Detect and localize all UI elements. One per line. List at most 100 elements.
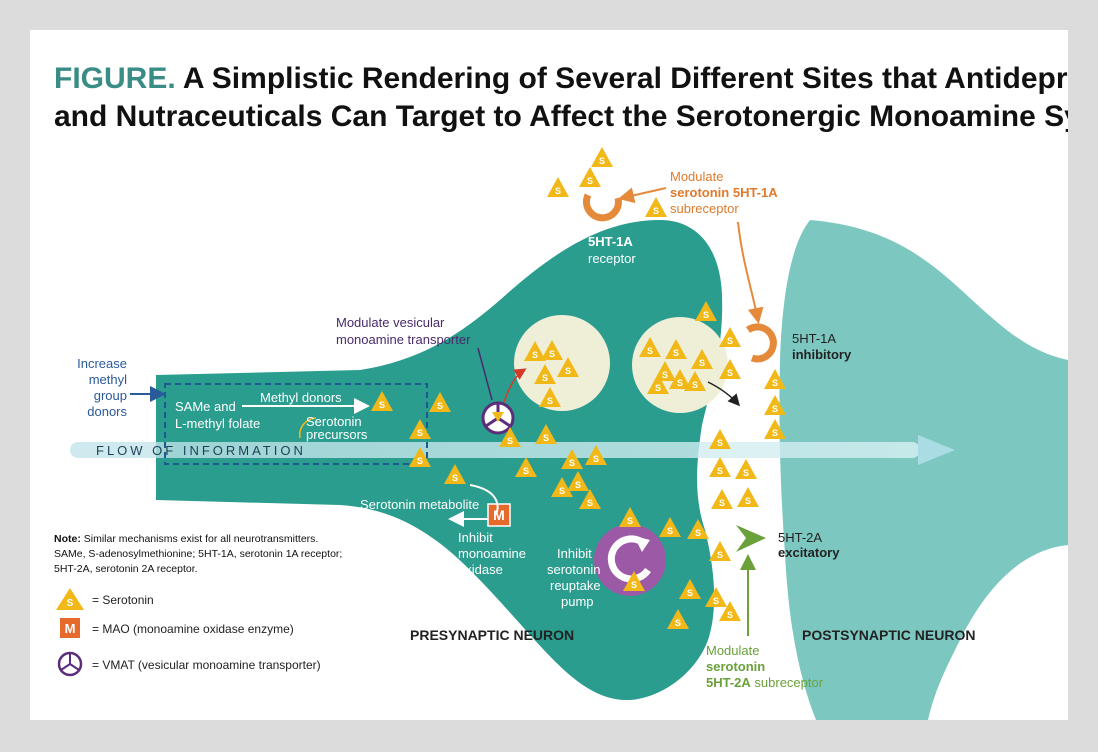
svg-text:S: S: [593, 454, 599, 464]
svg-text:S: S: [745, 496, 751, 506]
precursor-arrow: [299, 417, 317, 439]
increase-methyl-label-1: Increase: [77, 356, 127, 371]
serotonin-molecule-icon: S: [737, 487, 759, 507]
serotonin-molecule-icon: S: [515, 457, 537, 477]
svg-text:S: S: [717, 438, 723, 448]
svg-text:S: S: [417, 428, 423, 438]
vesicle-left: [514, 315, 610, 411]
svg-text:S: S: [703, 310, 709, 320]
legend: S = Serotonin M = MAO (monoamine oxidase…: [56, 588, 321, 677]
note-line2: SAMe, S-adenosylmethionine; 5HT-1A, sero…: [54, 548, 342, 560]
increase-methyl-label-2: methyl: [89, 372, 127, 387]
serotonin-molecule-icon: S: [524, 341, 546, 361]
serotonin-molecule-icon: S: [709, 429, 731, 449]
serotonin-molecule-icon: S: [371, 391, 393, 411]
serotonin-molecule-icon: S: [639, 337, 661, 357]
svg-text:S: S: [667, 526, 673, 536]
svg-text:S: S: [717, 550, 723, 560]
svg-text:S: S: [647, 346, 653, 356]
svg-text:S: S: [631, 580, 637, 590]
modulate-vmat-label-2: monoamine transporter: [336, 332, 471, 347]
top-callout-arrow-down: [737, 221, 764, 324]
serotonin-molecule-icon: S: [764, 419, 786, 439]
legend-mao-icon: M: [60, 618, 80, 638]
serotonin-molecule-icon: S: [567, 471, 589, 491]
serotonin-diagram: FIGURE. A Simplistic Rendering of Severa…: [54, 62, 1068, 720]
top-callout-arrow-left: [618, 187, 667, 204]
receptor-1a-label-1: 5HT-1A: [792, 331, 836, 346]
serotonin-precursors-label-2: precursors: [306, 427, 368, 442]
svg-text:S: S: [772, 404, 778, 414]
serotonin-molecule-icon: S: [541, 340, 563, 360]
serotonin-molecule-icon: S: [695, 301, 717, 321]
serotonin-molecule-icon: S: [654, 361, 676, 381]
serotonin-molecule-icon: S: [539, 387, 561, 407]
serotonin-molecule-icon: S: [645, 197, 667, 217]
inhibit-reuptake-label-2: serotonin: [547, 562, 600, 577]
svg-text:S: S: [532, 350, 538, 360]
flow-bar: [70, 442, 920, 458]
serotonin-molecule-icon: S: [665, 339, 687, 359]
svg-text:S: S: [437, 401, 443, 411]
serotonin-molecule-icon: S: [764, 369, 786, 389]
svg-text:S: S: [713, 596, 719, 606]
figure-title-line2: and Nutraceuticals Can Target to Affect …: [54, 100, 1068, 133]
svg-text:S: S: [523, 466, 529, 476]
metabolite-curve: [469, 484, 499, 516]
mao-symbol: M: [493, 507, 505, 523]
bottom-callout-line2: serotonin: [706, 659, 765, 674]
serotonin-molecule-icon: S: [667, 609, 689, 629]
vmat-red-arrow: [503, 368, 527, 403]
svg-text:S: S: [575, 480, 581, 490]
serotonin-molecule-icon: S: [429, 392, 451, 412]
svg-text:S: S: [587, 498, 593, 508]
serotonin-molecule-icon: S: [534, 364, 556, 384]
svg-text:S: S: [507, 436, 513, 446]
serotonin-molecule-icon: S: [669, 369, 691, 389]
serotonin-molecule-icon: S: [499, 427, 521, 447]
vesicle-right: [632, 317, 728, 413]
note-line1: Note: Similar mechanisms exist for all n…: [54, 533, 318, 545]
serotonin-molecule-icon: S: [709, 457, 731, 477]
methyl-donors-label: Methyl donors: [260, 390, 342, 405]
autoreceptor-label-1: 5HT-1A: [588, 234, 633, 249]
postsynaptic-5ht1a-icon: [745, 323, 777, 363]
serotonin-molecule-icon: S: [691, 349, 713, 369]
svg-text:S: S: [662, 370, 668, 380]
svg-text:S: S: [587, 176, 593, 186]
svg-text:S: S: [653, 206, 659, 216]
svg-text:S: S: [599, 156, 605, 166]
serotonin-molecule-icon: S: [735, 459, 757, 479]
svg-text:S: S: [675, 618, 681, 628]
svg-text:S: S: [699, 358, 705, 368]
receptor-2a-label-1: 5HT-2A: [778, 530, 822, 545]
svg-text:S: S: [673, 348, 679, 358]
serotonin-molecule-icon: S: [684, 371, 706, 391]
flow-label: FLOW OF INFORMATION: [96, 443, 306, 458]
serotonin-molecule-icon: S: [585, 445, 607, 465]
inhibit-reuptake-label-1: Inhibit: [557, 546, 592, 561]
inhibit-mao-label-3: oxidase: [458, 562, 503, 577]
postsynaptic-neuron-shape: [779, 220, 1068, 720]
serotonin-molecule-icon: S: [409, 419, 431, 439]
serotonin-molecule-icon: S: [591, 147, 613, 167]
svg-text:S: S: [417, 456, 423, 466]
same-label: SAMe and: [175, 399, 236, 414]
serotonin-molecule-icon: S: [711, 489, 733, 509]
svg-text:M: M: [65, 621, 76, 636]
serotonin-precursors-label-1: Serotonin: [306, 414, 362, 429]
serotonin-molecule-icon: S: [647, 374, 669, 394]
serotonin-molecule-icon: S: [547, 177, 569, 197]
postsynaptic-5ht2a-icon: [736, 525, 766, 552]
inhibit-mao-label-2: monoamine: [458, 546, 526, 561]
svg-text:S: S: [549, 349, 555, 359]
figure-title-line1: FIGURE. A Simplistic Rendering of Severa…: [54, 62, 1068, 95]
release-arrow: [707, 381, 740, 407]
svg-text:S: S: [727, 368, 733, 378]
legend-mao-text: = MAO (monoamine oxidase enzyme): [92, 622, 294, 636]
top-callout-line3: subreceptor: [670, 201, 739, 216]
vmat-transporter-icon: [481, 401, 515, 435]
inhibit-reuptake-label-4: pump: [561, 594, 594, 609]
serotonin-molecule-icon: S: [623, 571, 645, 591]
